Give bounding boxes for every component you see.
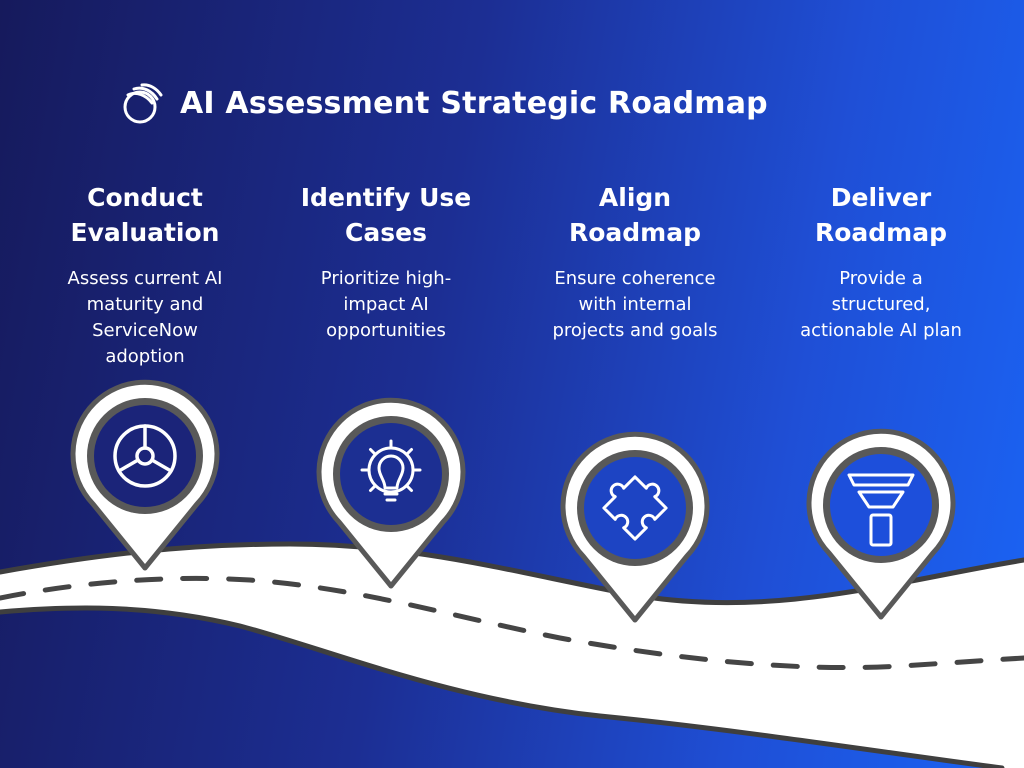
pie-chart-icon [113, 424, 177, 488]
step-description-line: projects and goals [552, 320, 718, 341]
road-bottom-edge [0, 605, 1005, 768]
step-title: Conduct Evaluation [37, 180, 253, 250]
step-description-line: adoption [105, 346, 185, 367]
map-pin-2 [316, 397, 466, 589]
step-title: Identify Use Cases [278, 180, 494, 250]
step-description: Provide a structured, actionable AI plan [773, 266, 989, 344]
step-description-line: Provide a [839, 268, 923, 289]
step-title-line: Align [598, 183, 672, 212]
step-title: Deliver Roadmap [773, 180, 989, 250]
road-center-line [0, 575, 1024, 671]
map-pin-4 [806, 428, 956, 620]
step-title-line: Deliver [830, 183, 932, 212]
step-identify-use-cases: Identify Use Cases Prioritize high- impa… [278, 180, 494, 344]
step-description-line: Prioritize high- [320, 268, 452, 289]
step-description: Assess current AI maturity and ServiceNo… [37, 266, 253, 370]
page-title: AI Assessment Strategic Roadmap [180, 85, 768, 121]
step-description-line: with internal [578, 294, 692, 315]
step-description: Prioritize high- impact AI opportunities [278, 266, 494, 344]
pin-inner [340, 423, 442, 525]
map-pin-3 [560, 431, 710, 623]
step-align-roadmap: Align Roadmap Ensure coherence with inte… [527, 180, 743, 344]
gear-lightbulb-icon [360, 439, 422, 502]
step-description-line: ServiceNow [92, 320, 198, 341]
step-title-line: Cases [345, 218, 427, 247]
step-description-line: Assess current AI [67, 268, 223, 289]
step-title-line: Roadmap [568, 218, 701, 247]
funnel-icon [847, 473, 915, 547]
pin-inner [584, 457, 686, 559]
step-description-line: Ensure coherence [554, 268, 716, 289]
step-description-line: maturity and [86, 294, 204, 315]
step-description-line: structured, [831, 294, 931, 315]
step-conduct-evaluation: Conduct Evaluation Assess current AI mat… [37, 180, 253, 370]
road-surface [0, 544, 1024, 768]
step-title-line: Conduct [87, 183, 203, 212]
sprout-leaf-icon [123, 83, 163, 124]
pin-inner [830, 454, 932, 556]
step-title-line: Roadmap [814, 218, 947, 247]
title-row: AI Assessment Strategic Roadmap [120, 78, 768, 128]
step-title: Align Roadmap [527, 180, 743, 250]
map-pin-1 [70, 379, 220, 571]
step-description: Ensure coherence with internal projects … [527, 266, 743, 344]
step-title-line: Evaluation [70, 218, 220, 247]
step-deliver-roadmap: Deliver Roadmap Provide a structured, ac… [773, 180, 989, 344]
step-description-line: opportunities [326, 320, 446, 341]
step-description-line: impact AI [343, 294, 429, 315]
pin-inner [94, 405, 196, 507]
step-title-line: Identify Use [300, 183, 472, 212]
step-description-line: actionable AI plan [800, 320, 962, 341]
puzzle-piece-icon [602, 475, 668, 541]
